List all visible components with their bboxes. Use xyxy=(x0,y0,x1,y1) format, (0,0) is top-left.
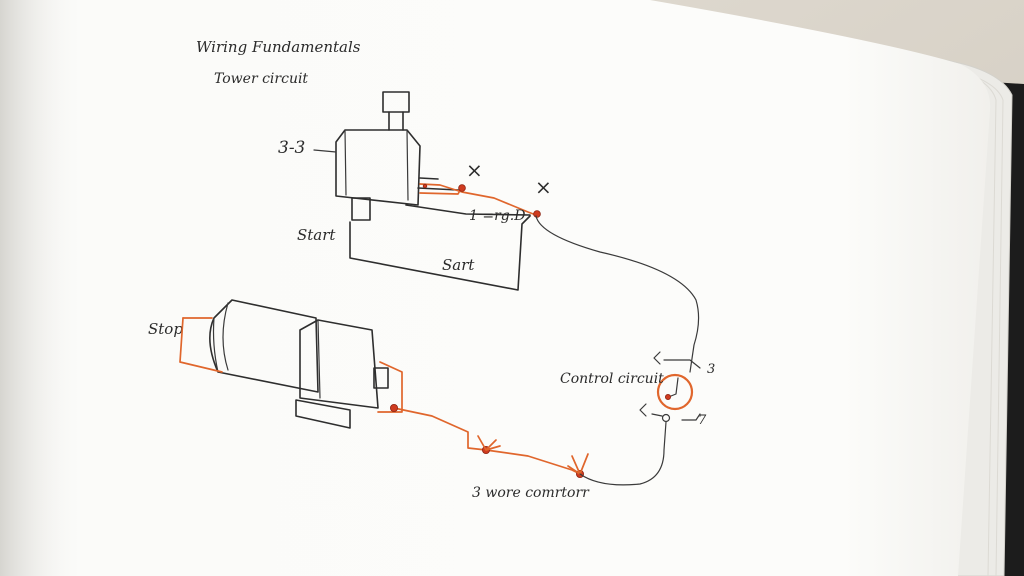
motor-label: 3-3 xyxy=(278,138,305,158)
upper-right-terminal-dot xyxy=(533,210,541,218)
control-right-top-label: 3 xyxy=(707,362,715,377)
notes-subtitle: Tower circuit xyxy=(214,71,308,87)
notebook-page xyxy=(0,0,991,576)
lower-terminal-dot xyxy=(389,403,398,412)
page-gutter-shadow xyxy=(0,0,70,576)
lower-motor-icon xyxy=(209,299,389,429)
start-loop-label: Sart xyxy=(442,256,475,274)
cross-mark-a: × xyxy=(466,158,483,182)
control-circuit-label: Control circuit xyxy=(560,371,664,387)
control-right-bottom-label: 7 xyxy=(698,413,707,428)
upper-terminal-dot xyxy=(458,184,466,192)
control-circuit-symbol-icon xyxy=(639,351,701,423)
stop-label: Stop xyxy=(148,320,183,338)
cross-mark-b: × xyxy=(535,175,552,199)
relay-label: 1 =rg.D xyxy=(469,208,525,224)
upper-motor-icon xyxy=(335,91,421,221)
notes-title: Wiring Fundamentals xyxy=(196,38,361,56)
start-label: Start xyxy=(297,226,336,244)
connector-label: 3 wore comrtorr xyxy=(472,485,590,501)
